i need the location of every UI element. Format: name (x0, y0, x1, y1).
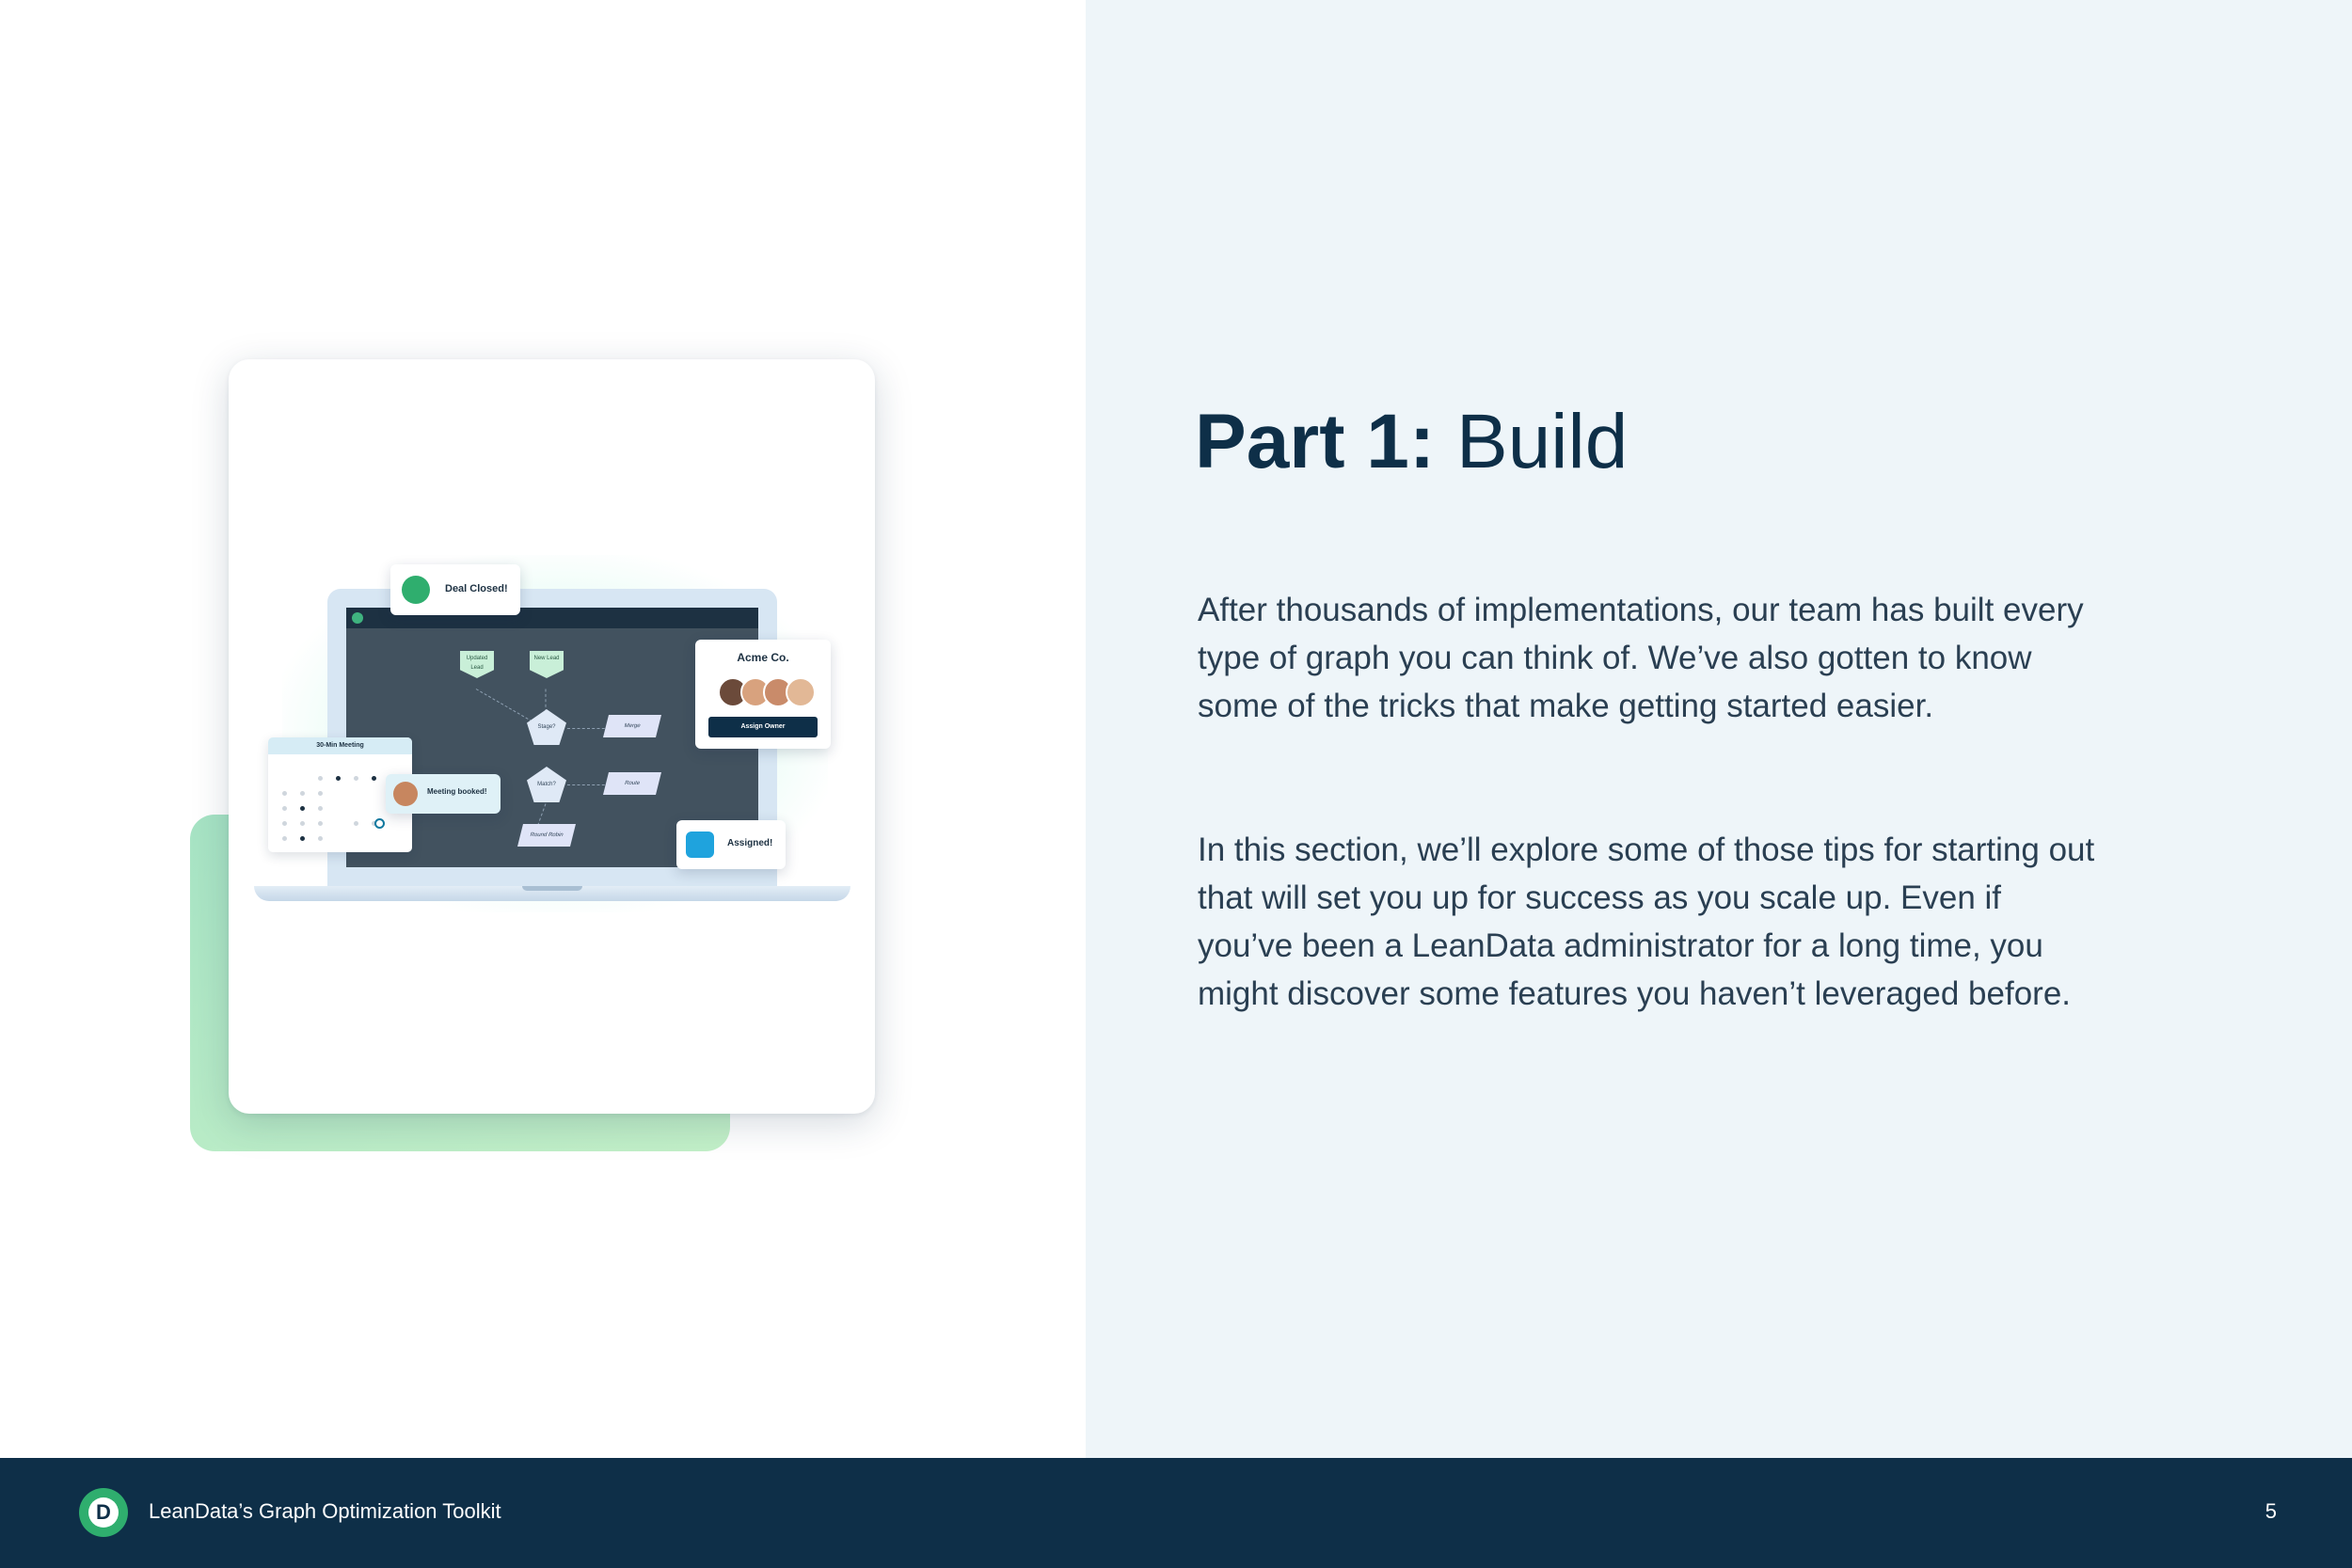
calendar-title: 30-Min Meeting (268, 737, 412, 754)
calendar-day (318, 776, 323, 781)
footer (0, 1458, 2352, 1568)
calendar-day (282, 836, 287, 841)
calendar-day (300, 821, 305, 826)
calendar-day (282, 791, 287, 796)
right-panel (1086, 0, 2352, 1458)
calendar-day (300, 791, 305, 796)
assigned-label: Assigned! (727, 838, 773, 848)
page-title-part: Part 1: (1195, 399, 1436, 484)
calendar-day (282, 806, 287, 811)
intro-paragraph: After thousands of implementations, our … (1198, 592, 2084, 724)
calendar-day (318, 821, 323, 826)
laptop-notch (522, 886, 582, 891)
laptop-base (254, 886, 850, 901)
calendar-day (282, 821, 287, 826)
calendar-day (336, 776, 341, 781)
calendar-day (354, 776, 358, 781)
app-logo-icon (352, 612, 363, 624)
page-title: Part 1: Build (1195, 395, 1628, 489)
cloud-icon (686, 832, 714, 858)
flow-node-route: Route (603, 772, 661, 795)
meeting-booked-toast: Meeting booked! (386, 774, 501, 814)
calendar-day-selected (374, 818, 385, 829)
flow-connector (567, 728, 610, 729)
logo-letter: D (88, 1497, 119, 1528)
calendar-day (318, 836, 323, 841)
meeting-calendar: 30-Min Meeting (268, 737, 412, 852)
calendar-day (300, 836, 305, 841)
avatar (393, 782, 418, 806)
handshake-icon (402, 576, 430, 604)
section-paragraph: In this section, we’ll explore some of t… (1198, 832, 2095, 1012)
calendar-day (318, 791, 323, 796)
calendar-day (372, 776, 376, 781)
assigned-toast: Assigned! (676, 820, 786, 869)
calendar-day (372, 821, 376, 826)
calendar-day (300, 806, 305, 811)
flow-node-merge: Merge (603, 715, 661, 737)
assign-owner-button[interactable]: Assign Owner (708, 717, 818, 737)
page-number: 5 (2265, 1499, 2277, 1523)
leandata-logo-icon: D (79, 1488, 128, 1537)
meeting-booked-label: Meeting booked! (427, 787, 487, 796)
page-title-section: Build (1435, 399, 1629, 484)
account-card: Acme Co. Assign Owner (695, 640, 831, 749)
account-name: Acme Co. (737, 651, 789, 664)
deal-closed-toast: Deal Closed! (390, 564, 520, 615)
calendar-day (318, 806, 323, 811)
footer-title: LeanData’s Graph Optimization Toolkit (149, 1499, 501, 1523)
avatar (786, 677, 816, 707)
calendar-day (354, 821, 358, 826)
deal-closed-label: Deal Closed! (445, 583, 508, 594)
flow-connector (567, 784, 610, 785)
flow-node-round-robin: Round Robin (517, 824, 576, 847)
